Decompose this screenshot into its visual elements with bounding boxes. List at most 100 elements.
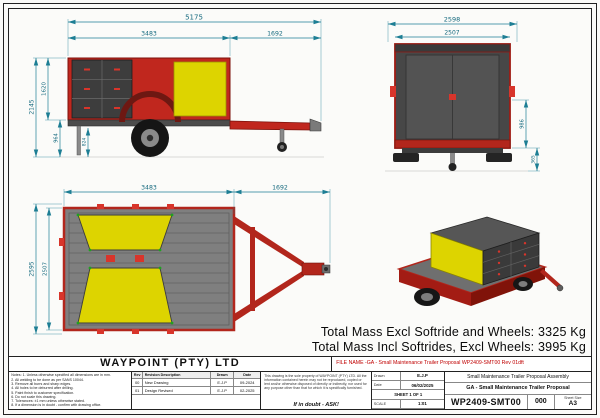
jockey-post: [279, 128, 285, 144]
deck-skirt-right: [471, 267, 545, 306]
sheet-text: SHEET 1 OF 1: [394, 391, 423, 397]
dim-ground-clearance: 365: [531, 155, 537, 164]
plan-view: 3483 1692 2595 2507: [22, 178, 337, 340]
roof-edge: [394, 43, 511, 53]
drawing-title: GA - Small Maintenance Trailer Proposal: [445, 383, 591, 395]
dim-overall-width: 2595: [29, 261, 36, 276]
ramp-panel-lower: [77, 267, 173, 324]
trailer-side-body: [67, 57, 322, 157]
trailer-rear-body: [390, 43, 515, 171]
note-line: 2. All welding to be done as per SANS 10…: [11, 377, 84, 382]
right-mudguard: [486, 153, 512, 162]
side-elevation-drawing: 5175 3483 1692 2145 1620 964 824: [29, 14, 324, 158]
drawing-number: WP2409-SMT00: [445, 394, 528, 409]
dim-lower-height: 986: [520, 119, 526, 129]
dim-lower-height: 964: [54, 133, 60, 143]
dim-leg-height: 824: [82, 138, 88, 147]
scale-value: 1:01: [418, 401, 427, 407]
drawing-title-cells: Small Maintenance Trailer Proposal Assem…: [445, 372, 591, 409]
rear-elevation-view: 2598 2507 986 365: [340, 10, 565, 180]
sheet-size-label: Sheet Size: [564, 396, 582, 401]
note-line: 3. Remove all burrs and sharp edges.: [11, 381, 72, 386]
note-line: 6. Do not scale this drawing.: [11, 394, 57, 399]
drawn-value: E.J.P: [417, 373, 428, 379]
drawbar-beam-top: [234, 216, 304, 268]
note-line: Notes: 1. Unless otherwise specified all…: [11, 373, 111, 378]
edge-latches: [59, 204, 174, 334]
date-row: Date 06/02/2025: [372, 381, 445, 391]
drawn-row: Drawn E.J.P: [372, 371, 445, 382]
drawing-info-cells: Drawn E.J.P Date 06/02/2025 SHEET 1 OF 1…: [372, 371, 446, 409]
dim-drawbar-length: 1692: [272, 185, 288, 192]
file-name: FILE NAME -GA - Small Maintenance Traile…: [336, 359, 524, 366]
company-name: WAYPOINT (PTY) LTD: [9, 356, 333, 371]
yellow-panel: [173, 61, 227, 117]
drawbar: [540, 269, 561, 288]
scale-row: SCALE 1:01: [372, 399, 445, 409]
left-latch: [390, 86, 396, 97]
dim-body-width: 2507: [444, 30, 459, 37]
dim-drawbar-length: 1692: [267, 31, 283, 38]
note-line: 4. All holes to be deburred after drilli…: [11, 386, 74, 391]
ask-note: If in doubt - ASK!: [293, 401, 339, 408]
hinge: [135, 255, 144, 262]
dim-body-length: 3483: [141, 185, 157, 192]
drawer-handles: [84, 68, 120, 109]
revision-number: 000: [528, 394, 555, 409]
isometric-drawing: [396, 216, 564, 306]
hinge: [106, 255, 115, 262]
hitch-coupler: [556, 284, 564, 292]
notes-block: Notes: 1. Unless otherwise specified all…: [9, 371, 133, 409]
dim-body-length: 3483: [141, 31, 157, 38]
drawbar: [229, 120, 311, 131]
drawing-number-row: WP2409-SMT00 000 Sheet Size A3: [445, 394, 591, 409]
drawbar-crossmember: [250, 227, 255, 311]
disclaimer-block: This drawing is the sole property of WAY…: [261, 371, 373, 409]
assembly-title: Small Maintenance Trailer Proposal Assem…: [445, 372, 591, 383]
revision-table-header: Rev Revision Description Drawn Date: [132, 371, 261, 379]
lift-point-markers: [76, 213, 174, 325]
title-block-header-row: WAYPOINT (PTY) LTD FILE NAME -GA - Small…: [9, 356, 591, 372]
drawbar-shaft: [301, 262, 325, 276]
dim-overall-height: 2145: [29, 99, 36, 114]
trailer-isometric: [396, 216, 564, 306]
side-elevation-view: 5175 3483 1692 2145 1620 964 824: [22, 10, 330, 180]
jockey-wheel: [448, 163, 457, 171]
jockey-post: [450, 153, 455, 164]
drawn-label: Drawn: [372, 371, 401, 381]
deck-skirt-left: [399, 269, 471, 306]
drawbar-beam-bottom: [234, 270, 304, 322]
isometric-view: [375, 185, 565, 325]
mass-summary: Total Mass Excl Softride and Wheels: 332…: [312, 325, 586, 355]
rear-sill: [394, 139, 511, 149]
sheet-size-value: A3: [568, 400, 577, 408]
right-latch: [509, 86, 515, 97]
revision-table: Rev Revision Description Drawn Date 00 N…: [132, 371, 262, 409]
side-dimensions: 5175 3483 1692 2145 1620 964 824: [29, 14, 322, 158]
title-block-body-row: Notes: 1. Unless otherwise specified all…: [9, 371, 591, 409]
title-block: WAYPOINT (PTY) LTD FILE NAME -GA - Small…: [9, 355, 591, 409]
note-line: 5. Paint finish to customer specificatio…: [11, 390, 75, 395]
chassis: [402, 148, 503, 153]
dim-deck-width: 2507: [43, 262, 49, 276]
left-mudguard: [393, 153, 419, 162]
support-leg: [76, 125, 81, 156]
rear-elevation-drawing: 2598 2507 986 365: [385, 16, 540, 172]
note-line: 7. Tolerances: ±1 mm unless otherwise st…: [11, 399, 86, 404]
plan-dimensions: 3483 1692 2595 2507: [29, 185, 331, 335]
hitch-coupler: [309, 118, 322, 132]
scale-label: SCALE: [372, 399, 401, 408]
revision-row: 01 Design Revised E.J.P 02-2025: [132, 386, 261, 395]
revision-row: 00 New Drawing E.J.P 09-2024: [132, 378, 261, 387]
sheet-inner-border: [8, 8, 592, 410]
door-handle: [449, 94, 456, 100]
sheet-row: SHEET 1 OF 1: [372, 390, 445, 400]
trailer-plan-body: [59, 204, 331, 334]
note-line: 8. If a dimension is in doubt - confirm …: [11, 403, 102, 408]
disclaimer-text: This drawing is the sole property of WAY…: [264, 373, 367, 391]
dim-overall-length: 5175: [185, 14, 203, 22]
sheet-outer-border: [3, 3, 597, 415]
sheet-size-cell: Sheet Size A3: [555, 395, 591, 409]
mass-line-1: Total Mass Excl Softride and Wheels: 332…: [320, 325, 586, 339]
